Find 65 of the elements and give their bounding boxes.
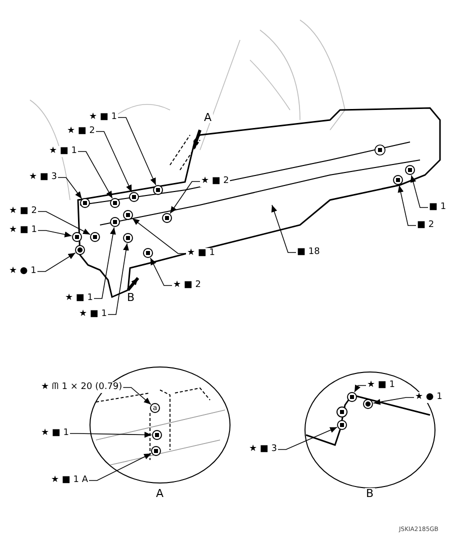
callout-label: ■ 18 bbox=[296, 247, 321, 258]
leader-line bbox=[78, 151, 113, 199]
callout-label: ★ ■ 1 bbox=[366, 380, 396, 391]
callout-label: ★ ■ 2 bbox=[200, 176, 230, 187]
weld-spot-mark bbox=[110, 198, 120, 208]
view-letter: A bbox=[203, 112, 213, 123]
callout-label: ★ ■ 1 bbox=[78, 309, 108, 320]
leader-line bbox=[122, 387, 152, 405]
leader-line bbox=[58, 177, 82, 199]
view-letter: B bbox=[126, 292, 136, 303]
weld-spot-mark bbox=[129, 192, 139, 202]
callout-label: ★ ● 1 bbox=[414, 392, 444, 403]
callout-label: ★ ■ 3 bbox=[248, 444, 278, 455]
callout-label: ★ ■ 1 bbox=[64, 293, 94, 304]
leader-line bbox=[398, 185, 416, 226]
callout-label: ★ ■ 1 bbox=[88, 112, 118, 123]
callout-label: ★ ● 1 bbox=[8, 266, 38, 277]
weld-spot-mark bbox=[123, 210, 133, 220]
leader-line bbox=[38, 211, 90, 235]
leader-line bbox=[88, 453, 152, 481]
weld-spot-mark bbox=[75, 245, 85, 255]
leader-line bbox=[70, 432, 152, 438]
weld-spot-mark bbox=[80, 198, 90, 208]
callout-label: ★ ■ 1 bbox=[186, 248, 216, 259]
view-letter: B bbox=[365, 488, 375, 499]
weld-spot-mark bbox=[405, 165, 415, 175]
weld-spot-mark bbox=[347, 392, 357, 402]
leader-line bbox=[410, 174, 428, 208]
leader-line bbox=[271, 204, 296, 253]
leader-line bbox=[94, 227, 116, 299]
callout-label: ★ ■ 2 bbox=[8, 206, 38, 217]
weld-spot-mark bbox=[143, 248, 153, 258]
weld-spot-mark bbox=[123, 233, 133, 243]
leader-line bbox=[118, 117, 156, 186]
weld-spot-mark bbox=[153, 185, 163, 195]
leader-line bbox=[354, 384, 366, 392]
weld-spot-mark bbox=[152, 430, 162, 440]
leader-line bbox=[132, 218, 186, 254]
callout-label: ★ ■ 2 bbox=[66, 126, 96, 137]
weld-spot-mark bbox=[337, 420, 347, 430]
leader-line bbox=[278, 426, 338, 450]
weld-spot-mark bbox=[393, 175, 403, 185]
leader-line bbox=[37, 252, 76, 272]
weld-spot-mark bbox=[363, 399, 373, 409]
leader-line bbox=[38, 230, 72, 238]
callout-label: ★ ■ 1 A bbox=[50, 475, 90, 486]
callout-label: ■ 1 bbox=[428, 202, 448, 213]
view-letter: A bbox=[155, 488, 165, 499]
callout-label: ★ ■ 1 bbox=[40, 428, 70, 439]
leader-line bbox=[96, 131, 132, 192]
callout-label: ★ ■ 1 bbox=[8, 225, 38, 236]
leader-line bbox=[108, 243, 129, 315]
callout-label: ★ ■ 3 bbox=[28, 172, 58, 183]
leader-line bbox=[373, 397, 414, 405]
weld-spot-mark bbox=[151, 446, 161, 456]
callout-label: ★ ᗰ 1 × 20 (0.79) bbox=[40, 382, 124, 393]
leader-line bbox=[170, 181, 200, 214]
leader-line bbox=[150, 258, 172, 286]
weld-spot-mark bbox=[162, 213, 172, 223]
weld-spot-mark bbox=[110, 217, 120, 227]
weld-spot-mark bbox=[72, 232, 82, 242]
callout-label: ★ ■ 2 bbox=[172, 280, 202, 291]
callout-label: ★ ■ 1 bbox=[48, 146, 78, 157]
weld-spot-mark bbox=[90, 232, 100, 242]
callout-label: ■ 2 bbox=[416, 220, 436, 231]
